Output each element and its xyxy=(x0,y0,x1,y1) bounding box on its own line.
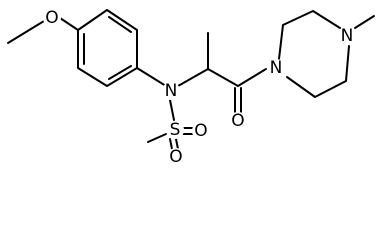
atom-o-carbonyl-label: O xyxy=(231,111,244,131)
piperazine-ring xyxy=(278,10,350,98)
atom-o-sulfonyl-2: O xyxy=(167,147,185,167)
atom-o-ether-label: O xyxy=(45,8,58,28)
bond-s-o-double-3 xyxy=(169,138,173,150)
bond-c-n-pip xyxy=(237,68,267,87)
atom-o-sulfonyl-2-label: O xyxy=(169,147,182,167)
atom-n-piperazine-4-label: N xyxy=(341,26,354,46)
atom-n-amine-label: N xyxy=(165,81,178,101)
molecule-diagram: O N S O O O N N xyxy=(7,8,375,167)
structure-canvas: O N S O O O N N xyxy=(7,8,375,167)
bond-n-ch xyxy=(177,68,209,87)
bond-s-o-double-4 xyxy=(175,138,179,150)
bond-o-ring xyxy=(59,17,79,31)
bond-n-methyl xyxy=(354,15,375,29)
bond-n-s xyxy=(169,99,175,121)
atom-s-label: S xyxy=(170,120,181,140)
atom-n-amine: N xyxy=(162,81,180,101)
benzene-inner-bond-2 xyxy=(108,65,132,80)
atom-o-carbonyl: O xyxy=(229,111,247,131)
bond-s-ch3 xyxy=(147,133,167,143)
atom-n-piperazine-1: N xyxy=(267,58,285,78)
atom-n-piperazine-1-label: N xyxy=(270,58,283,78)
atom-n-piperazine-4: N xyxy=(338,26,356,46)
atom-o-sulfonyl-1-label: O xyxy=(194,121,207,141)
benzene-inner-bond-1 xyxy=(108,16,132,33)
benzene-ring xyxy=(77,9,138,87)
atom-o-sulfonyl-1: O xyxy=(192,121,210,141)
atom-o-ether: O xyxy=(43,8,61,28)
bond-ch-co xyxy=(207,68,239,87)
bond-ethyl-ch2-o xyxy=(25,20,45,33)
bond-ring-n xyxy=(136,67,167,87)
atom-s: S xyxy=(166,120,184,140)
bond-ethyl-ch3 xyxy=(7,31,27,44)
